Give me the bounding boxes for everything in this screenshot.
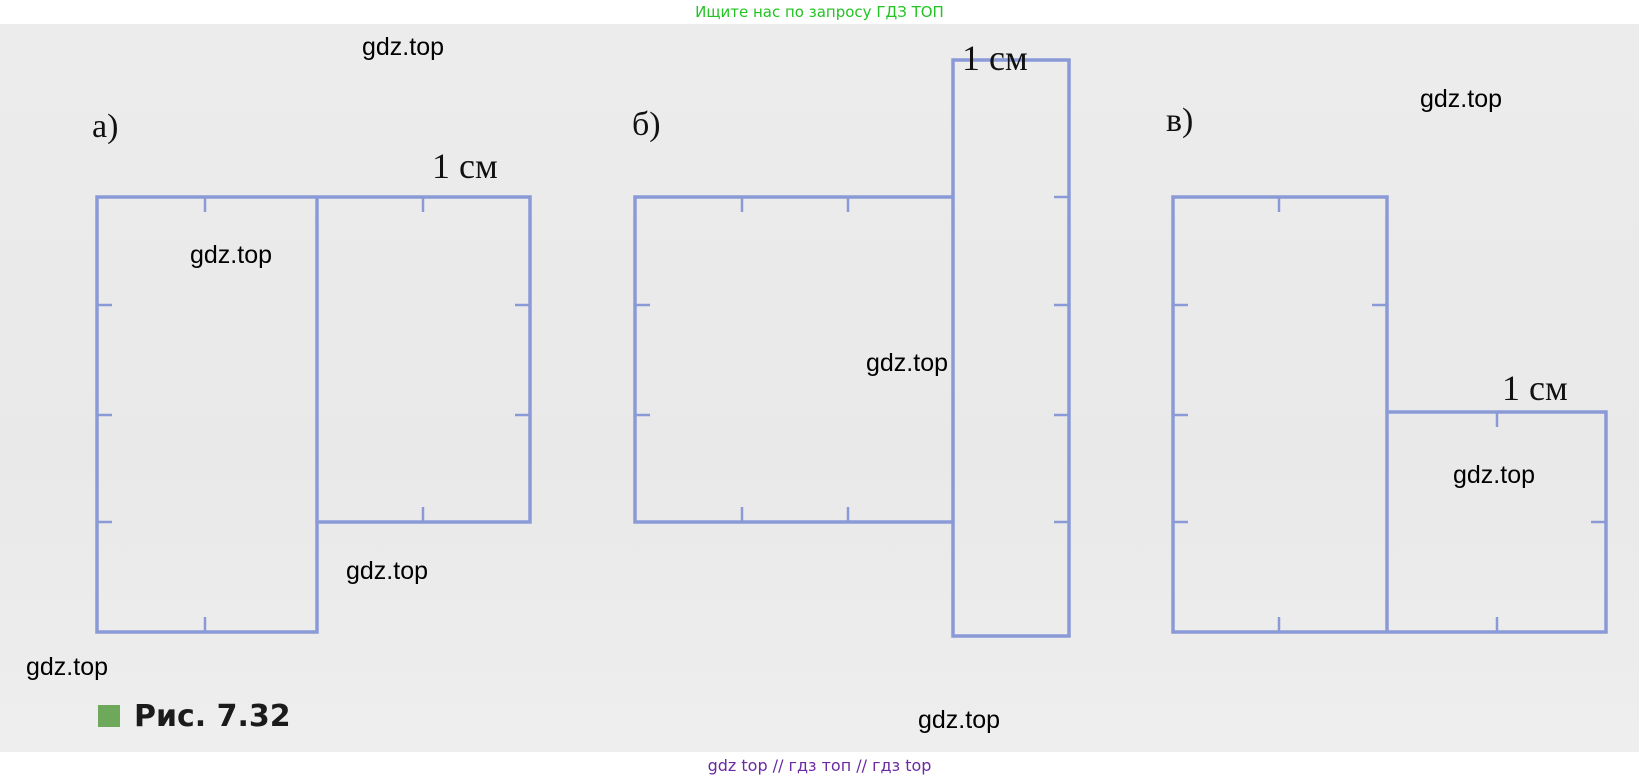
- shape-c-outline: [1171, 195, 1608, 634]
- top-banner: Ищите нас по запросу ГДЗ ТОП: [695, 3, 944, 21]
- unit-label-b: 1 см: [962, 38, 1028, 78]
- shape-a-outline: [95, 195, 532, 634]
- bottom-links[interactable]: gdz top // гдз топ // гдз top: [0, 752, 1639, 779]
- watermark: gdz.top: [362, 33, 445, 61]
- unit-label-c: 1 см: [1502, 368, 1568, 408]
- caption-text: Рис. 7.32: [134, 698, 291, 734]
- watermark: gdz.top: [918, 706, 1001, 734]
- watermark: gdz.top: [190, 241, 273, 269]
- watermark: gdz.top: [26, 653, 109, 681]
- figure-label-a: а): [92, 108, 119, 145]
- unit-label-a: 1 см: [432, 146, 498, 186]
- watermark: gdz.top: [346, 557, 429, 585]
- caption-square-icon: [98, 705, 120, 727]
- figure-label-c: в): [1166, 102, 1194, 139]
- watermark: gdz.top: [1453, 461, 1536, 489]
- figure-caption: Рис. 7.32: [98, 698, 291, 734]
- watermark: gdz.top: [1420, 85, 1503, 113]
- shape-b-outline: [633, 58, 1071, 638]
- figure-label-b: б): [632, 106, 661, 143]
- watermark: gdz.top: [866, 349, 949, 377]
- tick-marks: [97, 195, 1606, 632]
